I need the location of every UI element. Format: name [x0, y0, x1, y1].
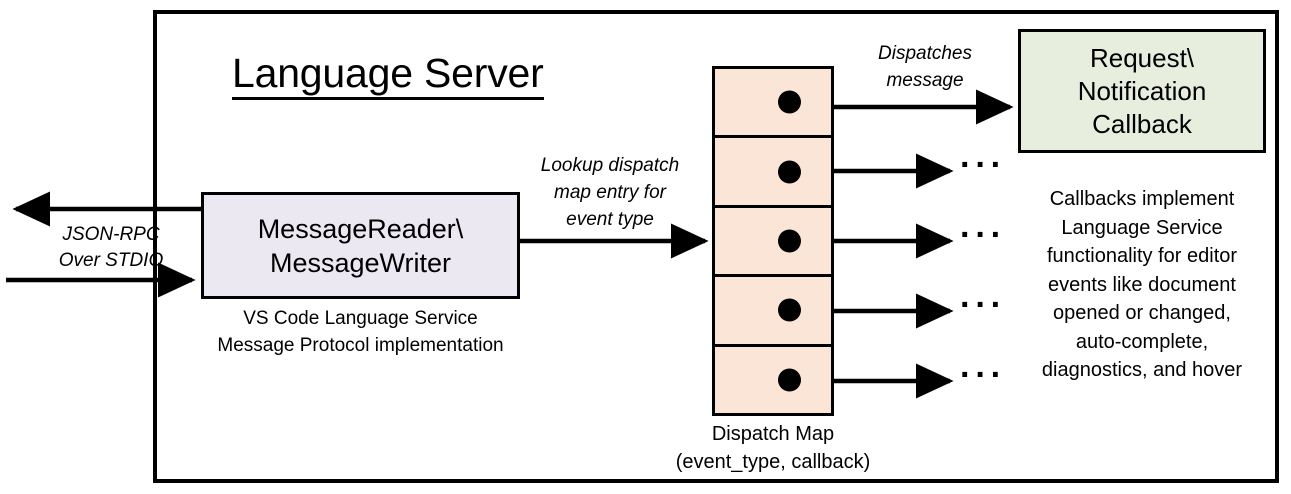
message-writer-label: MessageWriter	[269, 247, 452, 278]
bullet-dot-icon	[778, 160, 801, 184]
ellipsis-row-5: ···	[960, 356, 1006, 394]
bullet-dot-icon	[778, 229, 801, 253]
dispatch-map-row[interactable]	[715, 208, 831, 278]
callback-line3: Callback	[1092, 108, 1192, 139]
callback-line1: Request\	[1089, 42, 1195, 73]
dispatch-map-row[interactable]	[715, 138, 831, 208]
bullet-dot-icon	[778, 298, 801, 322]
reader-writer-caption-line1: VS Code Language Service	[243, 308, 478, 329]
request-notification-callback-box[interactable]: Request\ Notification Callback	[1018, 29, 1266, 153]
page-title: Language Server	[232, 50, 544, 100]
message-reader-writer-caption: VS Code Language Service Message Protoco…	[201, 305, 520, 359]
callback-caption-line4: events like document	[1048, 273, 1236, 296]
ellipsis-row-3: ···	[960, 216, 1006, 254]
message-reader-label: MessageReader\	[257, 213, 464, 244]
callback-caption-line5: opened or changed,	[1053, 302, 1231, 324]
dispatch-map-caption-line2: (event_type, callback)	[675, 451, 871, 473]
callback-line2: Notification	[1077, 75, 1207, 106]
dispatch-map-row[interactable]	[715, 347, 831, 413]
jsonrpc-label-line2: Over STDIO	[58, 250, 164, 271]
ellipsis-row-2: ···	[960, 146, 1006, 184]
dispatches-label-line1: Dispatches	[878, 43, 972, 64]
dispatch-map-row[interactable]	[715, 277, 831, 347]
reader-writer-caption-line2: Message Protocol implementation	[217, 335, 504, 356]
bullet-dot-icon	[778, 90, 801, 114]
dispatch-map-caption-line1: Dispatch Map	[711, 423, 835, 445]
ellipsis-row-4: ···	[960, 286, 1006, 324]
lookup-label-line2: map entry for	[554, 182, 666, 203]
callback-caption-line1: Callbacks implement	[1049, 188, 1235, 210]
dispatch-map-caption: Dispatch Map (event_type, callback)	[655, 420, 891, 476]
callback-caption-line2: Language Service	[1061, 216, 1223, 239]
language-server-frame	[153, 10, 1279, 483]
lookup-label-line1: Lookup dispatch	[540, 155, 680, 176]
dispatches-label-line2: message	[886, 70, 964, 91]
dispatch-map-table[interactable]	[712, 66, 834, 416]
lookup-dispatch-label: Lookup dispatch map entry for event type	[520, 152, 700, 233]
callback-caption: Callbacks implement Language Service fun…	[1008, 185, 1276, 385]
lookup-label-line3: event type	[566, 209, 654, 230]
callback-caption-line6: auto-complete,	[1075, 330, 1209, 353]
callback-caption-line7: diagnostics, and hover	[1041, 359, 1243, 381]
dispatches-message-label: Dispatches message	[836, 40, 1014, 94]
jsonrpc-label-line1: JSON-RPC	[62, 224, 160, 245]
dispatch-map-row[interactable]	[715, 69, 831, 139]
jsonrpc-transport-label: JSON-RPC Over STDIO	[36, 222, 186, 274]
bullet-dot-icon	[778, 368, 801, 392]
message-reader-writer-box[interactable]: MessageReader\ MessageWriter	[201, 192, 520, 299]
callback-caption-line3: functionality for editor	[1046, 245, 1238, 267]
